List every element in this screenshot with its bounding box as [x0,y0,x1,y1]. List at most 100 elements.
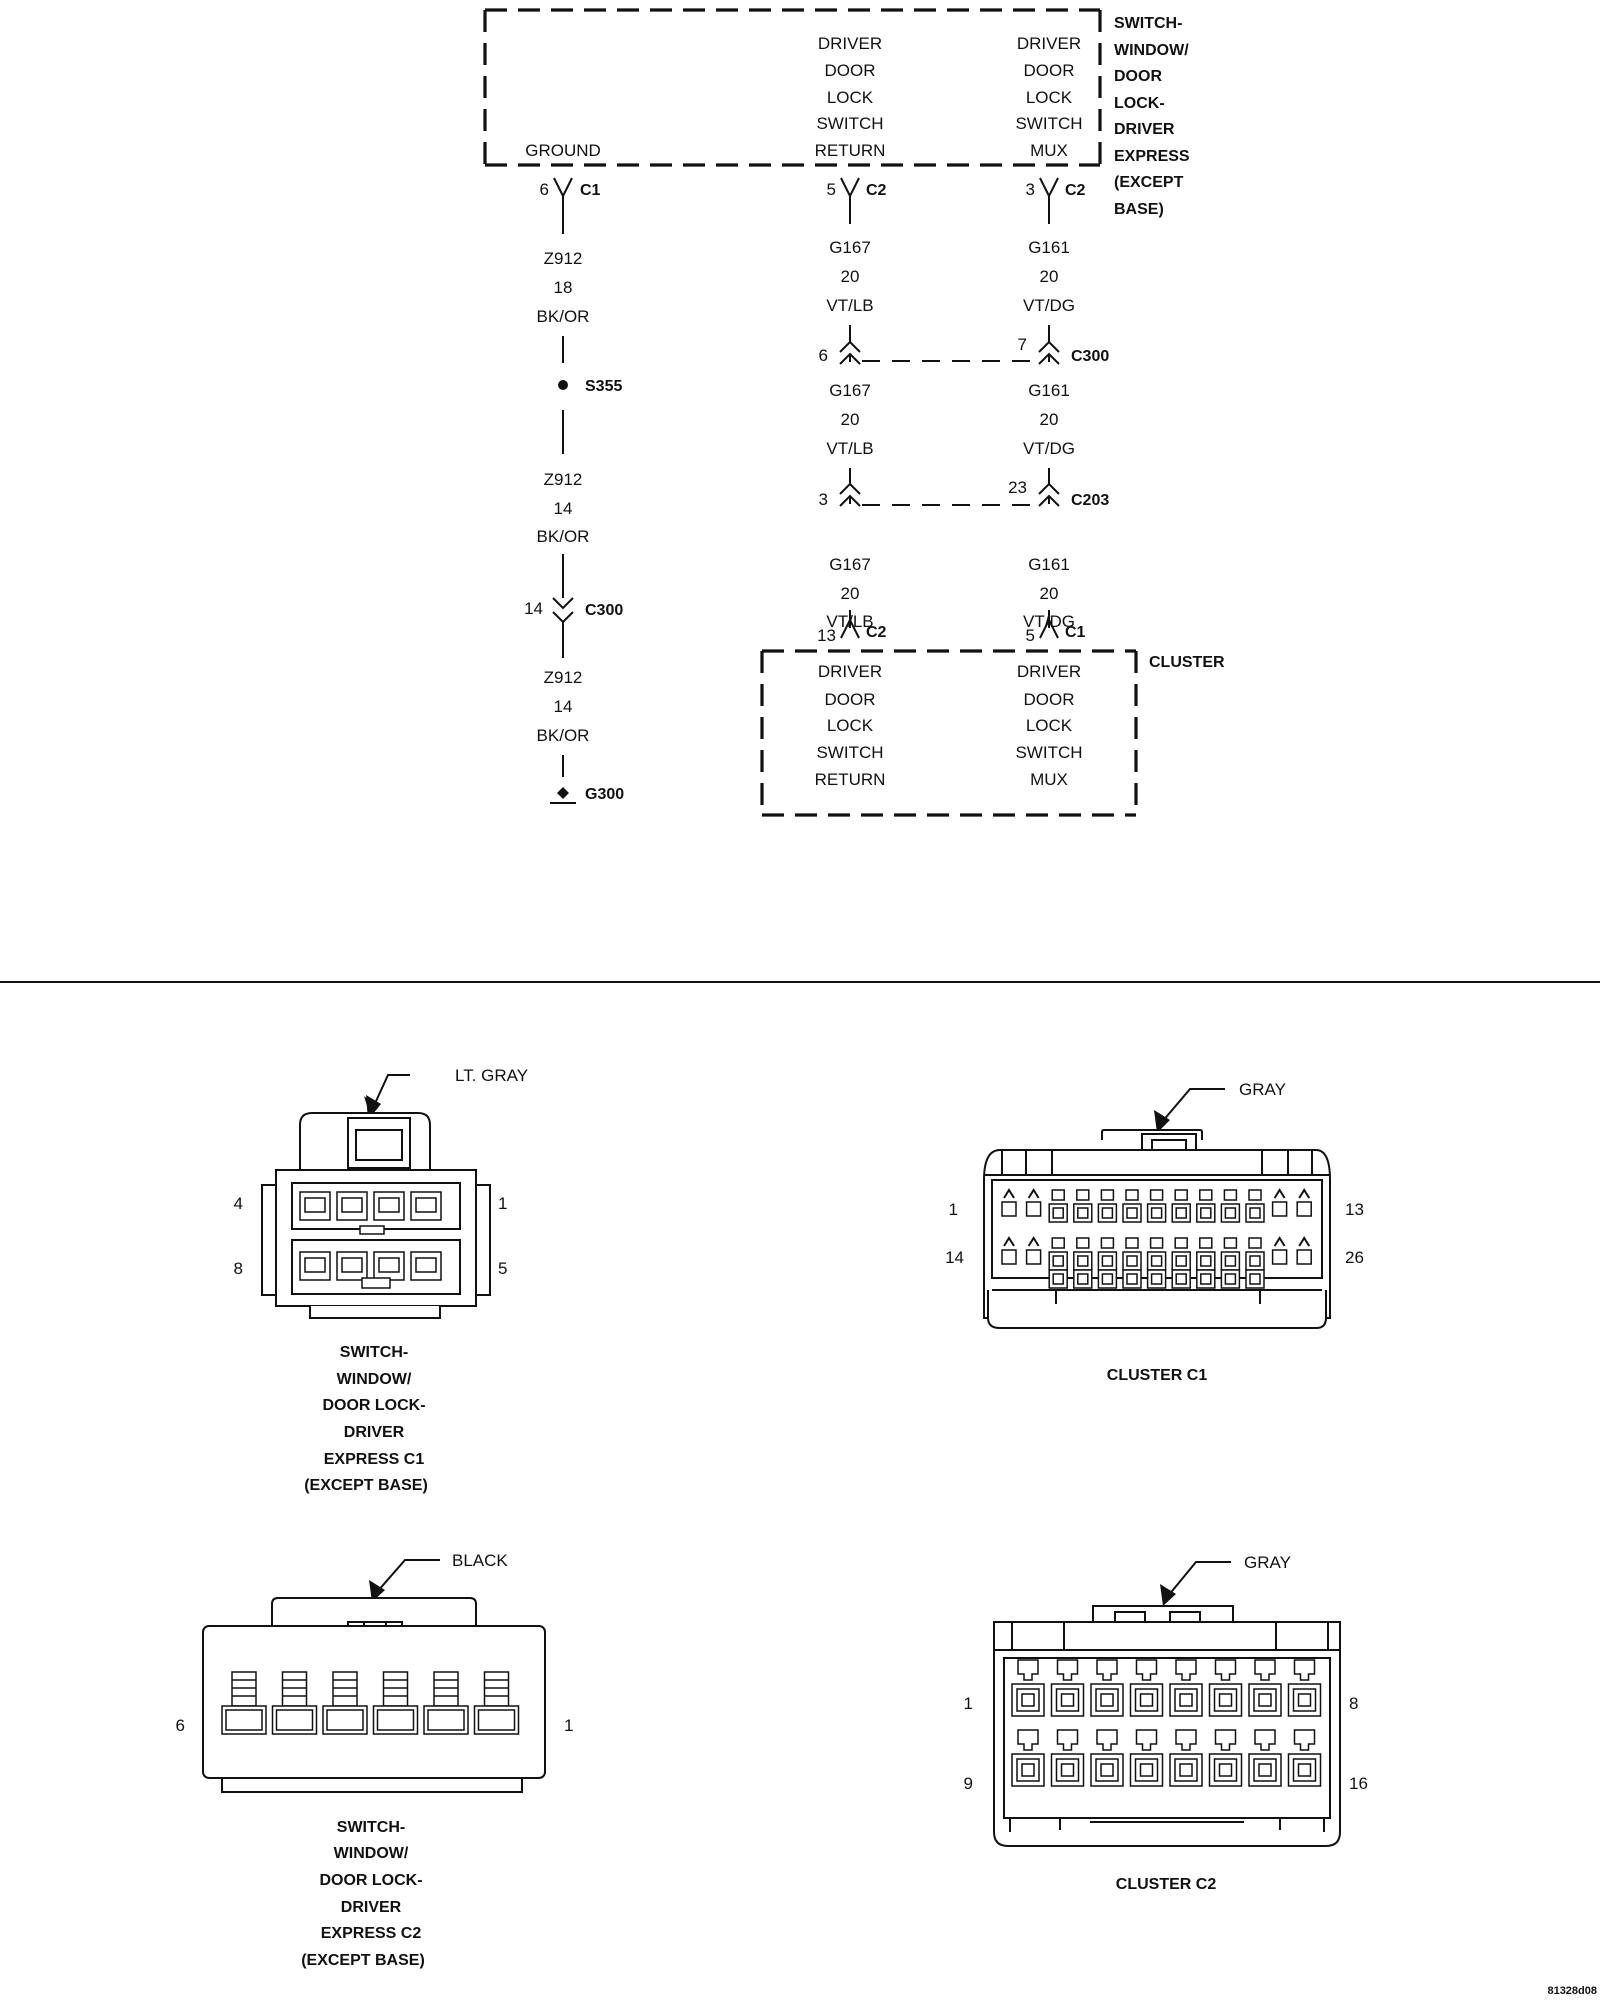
connector-color: LT. GRAY [455,1066,528,1085]
connector-title-line-6: (EXCEPT BASE) [301,1952,425,1969]
connector-title-line-3: DOOR LOCK- [319,1872,422,1889]
pin-contact [427,1709,465,1731]
pin-number-bottom-left: 8 [234,1259,243,1278]
pin-label-return-2: DOOR [825,690,876,709]
wire-code: G167 [829,381,871,400]
pin-number-bottom-right: 16 [1349,1774,1368,1793]
pin-contact-inner [1021,1763,1035,1777]
module-cluster: CLUSTER DRIVER DOOR LOCK SWITCH RETURN D… [760,649,1225,817]
connector-title: CLUSTER C1 [1107,1367,1208,1384]
pin-latch [1199,1237,1213,1249]
return-circuit: 5 C2 G167 20 VT/LB 6 G167 20 VT/LB 3 G16… [817,177,887,645]
wire-color: BK/OR [537,527,590,546]
pin-label-mux-3: LOCK [1026,88,1073,107]
pin-contact-inner [1060,1693,1075,1707]
module-switch-window-door-lock-driver-express: SWITCH- WINDOW/ DOOR LOCK- DRIVER EXPRES… [483,8,1190,218]
pin-contact [1101,1255,1114,1267]
connector-terminal-symbol [840,610,860,639]
wire-gauge: 20 [841,267,860,286]
pin-contact [275,1709,314,1731]
pin-number: 6 [819,346,828,365]
pin-latch [1254,1659,1276,1681]
pin-number-left: 6 [176,1716,185,1735]
pin-latch [1100,1237,1115,1249]
module-name-line-3: DOOR [1114,68,1162,85]
connector-title-line-6: (EXCEPT BASE) [304,1477,428,1494]
pin-cavity [1296,1201,1312,1217]
connector-face-switch-c1: LT. GRAY 4 1 8 5 SWITCH- WINDOW/ DOOR LO… [234,1066,529,1494]
pin-latch [1027,1236,1040,1247]
pin-latch [1293,1729,1316,1751]
pin-number: 23 [1008,478,1027,497]
connector-title-line-2: WINDOW/ [334,1845,409,1862]
inline-connector-symbol [552,554,574,658]
pin-cavity-grid [1011,1659,1322,1787]
connector-title-line-4: DRIVER [341,1899,402,1916]
pin-contact [1150,1207,1163,1219]
pin-latch [1100,1189,1115,1201]
pin-label-return-3: LOCK [827,716,874,735]
module-name-line-4: LOCK- [1114,95,1165,112]
pin-latch [1223,1189,1238,1201]
pin-contact-inner [1139,1763,1154,1777]
pin-contact [1077,1273,1089,1285]
pin-latch [1051,1189,1065,1201]
pin-latch [1017,1729,1039,1751]
pin-latch [1223,1237,1238,1249]
connector-title-line-1: SWITCH- [337,1819,405,1836]
pin-latch [1017,1659,1039,1681]
module-name-line-8: BASE) [1114,201,1164,218]
connector-id: C1 [1065,624,1086,641]
wire-color: BK/OR [537,307,590,326]
pin-latch [332,1671,358,1707]
wire-color: VT/DG [1023,296,1075,315]
pin-number: 3 [1026,180,1035,199]
inline-connector-symbol [839,468,861,507]
pin-latch [1076,1237,1090,1249]
connector-terminal-symbol [840,177,860,224]
pin-latch [1199,1189,1213,1201]
pin-label-return-1: DRIVER [818,662,882,681]
pin-label-mux-1: DRIVER [1017,34,1081,53]
pin-number: 3 [819,490,828,509]
pin-contact [1052,1207,1064,1219]
module-name-line-1: SWITCH- [1114,15,1182,32]
pin-label-ground: GROUND [525,141,601,160]
pin-contact [1150,1273,1163,1285]
pin-latch [1174,1189,1188,1201]
figure-id: 81328d08 [1547,1985,1597,1997]
pin-latch [1003,1236,1015,1247]
connector-title-line-5: EXPRESS C1 [324,1451,425,1468]
pin-latch [1175,1659,1197,1681]
pin-number-top-right: 13 [1345,1200,1364,1219]
connector-terminal-symbol [553,177,573,234]
connector-title: CLUSTER C2 [1116,1876,1217,1893]
module-name-line-5: DRIVER [1114,121,1175,138]
pin-label-return-3: LOCK [827,88,874,107]
inline-connector-symbol [1038,468,1060,507]
pin-number-top-right: 1 [498,1194,507,1213]
wire-color: VT/LB [826,439,873,458]
pin-contact [1175,1207,1187,1219]
pin-contact [1224,1255,1237,1267]
pin-contact-inner [1218,1763,1233,1777]
connector-id: C1 [580,182,601,199]
pin-latch [1298,1188,1311,1199]
pin-cavity [1001,1249,1017,1265]
pin-latch [433,1671,459,1707]
pin-latch [483,1671,510,1707]
connector-face-cluster-c1: GRAY 1 13 14 26 CLUSTER C1 [945,1080,1364,1384]
pin-contact [1101,1273,1114,1285]
module-name: CLUSTER [1149,654,1225,671]
splice-id: S355 [585,378,622,395]
wire-gauge: 20 [1040,410,1059,429]
wire-color: BK/OR [537,726,590,745]
pin-cavity [1271,1201,1288,1217]
pin-contact [1077,1255,1089,1267]
pin-contact-inner [1297,1763,1312,1777]
pin-contact-inner [1179,1763,1193,1777]
pin-latch [1056,1729,1079,1751]
wire-code: Z912 [544,249,583,268]
connector-id: C300 [1071,348,1109,365]
wire-code: G161 [1028,381,1070,400]
